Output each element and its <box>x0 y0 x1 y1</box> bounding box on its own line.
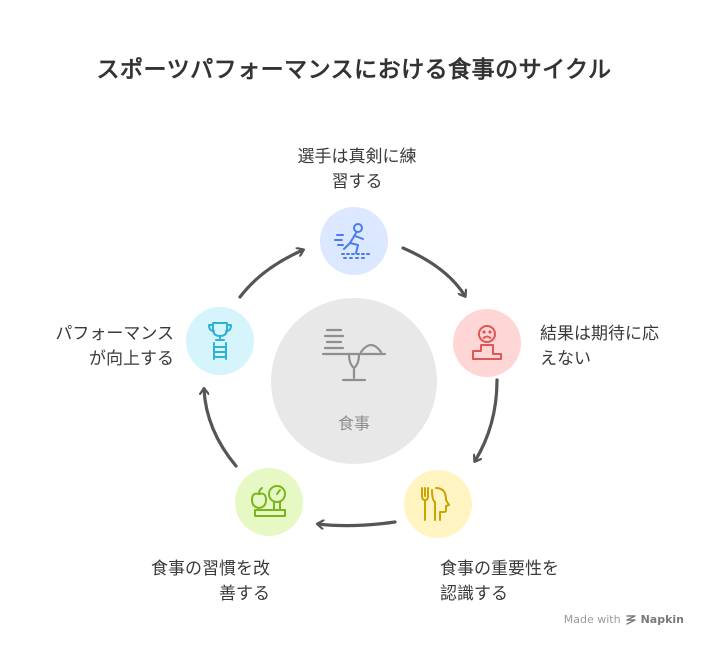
center-label: 食事 <box>337 414 370 433</box>
head-fork-icon <box>421 487 450 521</box>
label-practice: 選手は真剣に練 習する <box>297 147 417 192</box>
node-improve <box>235 468 303 536</box>
node-practice <box>320 207 388 275</box>
node-recognize <box>404 470 472 538</box>
arrow-recognize-to-improve <box>318 522 397 526</box>
footer-prefix: Made with <box>563 613 621 626</box>
apple-scale-icon <box>251 485 286 517</box>
running-athlete-icon <box>334 223 370 259</box>
arrow-result-to-recognize <box>475 378 499 461</box>
label-improve: 食事の習慣を改 善する <box>151 559 270 604</box>
napkin-logo-icon <box>625 614 636 625</box>
meal-plate-icon <box>321 328 387 382</box>
label-result: 結果は期待に応 えない <box>540 324 659 369</box>
footer-brand: Napkin <box>640 613 684 626</box>
arrow-improve-to-perform <box>204 389 238 468</box>
arrow-practice-to-result <box>401 246 465 296</box>
trophy-ladder-icon <box>208 322 232 360</box>
node-perform <box>186 307 254 375</box>
label-perform: パフォーマンス が向上する <box>55 324 174 369</box>
node-result <box>453 309 521 377</box>
label-recognize: 食事の重要性を 認識する <box>440 559 559 604</box>
page-title: スポーツパフォーマンスにおける食事のサイクル <box>96 57 612 83</box>
sad-face-podium-icon <box>472 325 502 360</box>
arrow-perform-to-practice <box>238 250 303 299</box>
footer-attribution: Made with Napkin <box>564 613 684 626</box>
center-circle: 食事 <box>271 298 437 464</box>
